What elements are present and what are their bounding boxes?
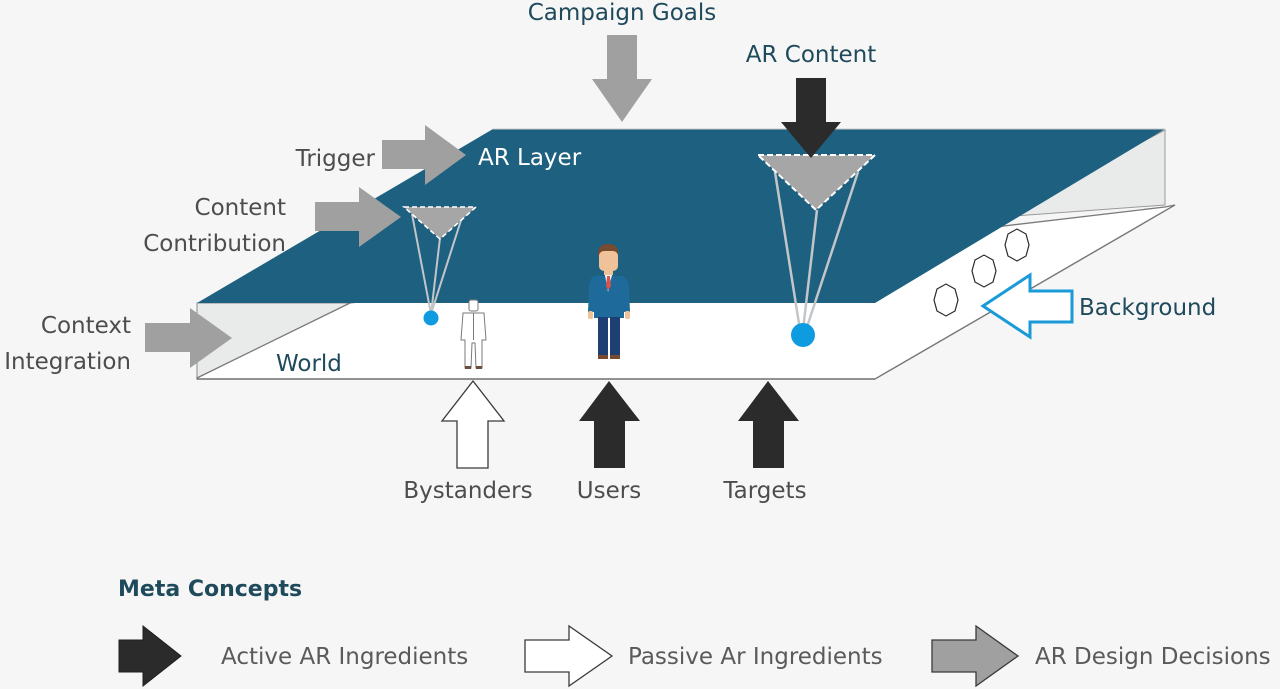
background-objects: [933, 228, 1030, 317]
context-integration-label-line2: Integration: [4, 349, 131, 375]
content-contribution-arrow-icon: [315, 187, 401, 247]
anchor-dot-large: [791, 323, 815, 347]
tether-line: [804, 171, 860, 331]
tether-line: [773, 171, 802, 331]
users-arrow-icon: [579, 381, 640, 468]
context-integration-label-line1: Context: [41, 313, 131, 339]
targets-label: Targets: [722, 478, 806, 504]
trigger-arrow-icon: [382, 125, 466, 185]
legend-title: Meta Concepts: [118, 577, 302, 602]
legend-design-arrow-icon: [931, 624, 1020, 688]
tether-line: [430, 213, 464, 315]
legend-passive-label: Passive Ar Ingredients: [628, 644, 883, 670]
background-arrow-icon: [980, 272, 1074, 340]
bystanders-arrow-icon: [440, 379, 506, 469]
trigger-label: Trigger: [295, 146, 376, 172]
user-figure-icon: [588, 244, 630, 359]
campaign-goals-label: Campaign Goals: [528, 0, 717, 26]
bystanders-label: Bystanders: [403, 478, 532, 504]
large-ar-content: [755, 154, 878, 347]
background-octagon-icon: [933, 283, 959, 317]
ar-content-label: AR Content: [746, 42, 877, 68]
small-ar-content: [401, 206, 479, 326]
ar-content-arrow-icon: [781, 78, 841, 158]
background-label: Background: [1079, 295, 1216, 321]
anchor-dot-small: [423, 310, 439, 326]
content-triangle-large: [755, 154, 878, 212]
tether-line: [801, 209, 819, 331]
content-triangle-small: [401, 206, 479, 241]
ar-layer-label: AR Layer: [478, 145, 582, 171]
tether-line: [411, 213, 432, 315]
bystander-figure-icon: [460, 299, 487, 369]
background-octagon-icon: [971, 254, 997, 288]
campaign-goals-arrow-icon: [592, 35, 652, 122]
users-label: Users: [577, 478, 641, 504]
content-contribution-label-line2: Contribution: [143, 231, 286, 257]
tether-line: [430, 237, 441, 315]
content-contribution-label-line1: Content: [195, 195, 286, 221]
context-integration-arrow-icon: [145, 308, 232, 368]
background-octagon-icon: [1004, 228, 1030, 262]
legend-active-label: Active AR Ingredients: [221, 644, 468, 670]
legend-active-arrow-icon: [118, 624, 182, 688]
legend-passive-arrow-icon: [524, 624, 614, 688]
legend: Meta Concepts Active AR Ingredients Pass…: [118, 577, 1271, 688]
world-label: World: [276, 351, 342, 377]
targets-arrow-icon: [738, 381, 799, 468]
legend-design-label: AR Design Decisions: [1035, 644, 1271, 670]
